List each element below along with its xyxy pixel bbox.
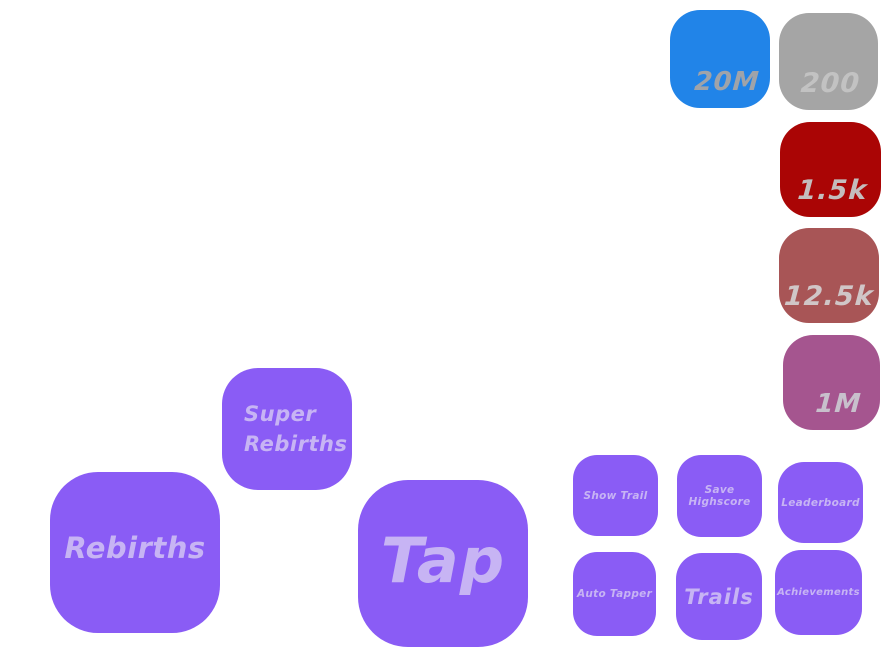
- stat-value-brick: 12.5k: [783, 281, 875, 312]
- achievements-button[interactable]: Achievements: [775, 550, 862, 635]
- save-highscore-label: Save Highscore: [688, 484, 751, 508]
- leaderboard-label: Leaderboard: [781, 496, 860, 509]
- tap-button[interactable]: Tap: [358, 480, 528, 647]
- leaderboard-button[interactable]: Leaderboard: [778, 462, 863, 543]
- rebirths-button[interactable]: Rebirths: [50, 472, 220, 633]
- rebirths-label: Rebirths: [64, 530, 206, 565]
- tap-label: Tap: [380, 524, 506, 597]
- super-rebirths-label-line1: Super: [244, 402, 317, 426]
- super-rebirths-button[interactable]: Super Rebirths: [222, 368, 352, 490]
- show-trail-button[interactable]: Show Trail: [573, 455, 658, 536]
- stat-value-plum: 1M: [814, 389, 863, 419]
- show-trail-label: Show Trail: [583, 489, 648, 502]
- stat-value-gray: 200: [799, 68, 862, 99]
- stat-square-blue: 20M: [670, 10, 770, 108]
- super-rebirths-label-line2: Rebirths: [244, 432, 348, 456]
- stat-square-brick: 12.5k: [779, 228, 879, 323]
- stat-value-red: 1.5k: [796, 175, 869, 206]
- trails-label: Trails: [684, 584, 754, 609]
- trails-button[interactable]: Trails: [676, 553, 762, 640]
- stat-square-gray: 200: [779, 13, 878, 110]
- stat-square-plum: 1M: [783, 335, 880, 430]
- stat-square-red: 1.5k: [780, 122, 881, 217]
- auto-tapper-button[interactable]: Auto Tapper: [573, 552, 656, 636]
- achievements-label: Achievements: [777, 587, 860, 598]
- stat-value-blue: 20M: [693, 67, 761, 97]
- auto-tapper-label: Auto Tapper: [576, 588, 653, 600]
- save-highscore-button[interactable]: Save Highscore: [677, 455, 762, 537]
